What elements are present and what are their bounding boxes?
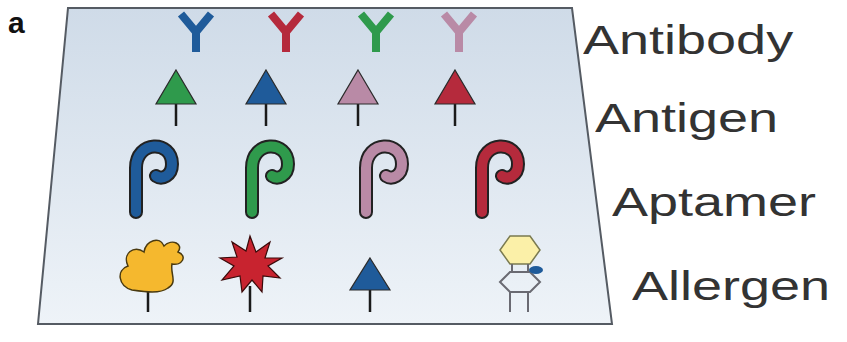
panel-letter-text: a [8, 8, 25, 38]
allergen-row [120, 236, 543, 312]
row-label-text: Antibody [583, 20, 793, 60]
panel-letter: a [8, 8, 25, 38]
antigen-row [156, 70, 475, 126]
row-label-text: Aptamer [612, 182, 816, 222]
row-label: Aptamer [612, 182, 763, 222]
row-label: Antigen [595, 98, 731, 138]
row-label-text: Allergen [632, 266, 830, 306]
aptamer-row [136, 146, 518, 212]
row-label: Allergen [632, 266, 779, 306]
antibody-row [181, 14, 474, 52]
row-label: Antibody [583, 20, 739, 60]
array-slide [38, 8, 612, 324]
row-label-text: Antigen [595, 98, 778, 138]
